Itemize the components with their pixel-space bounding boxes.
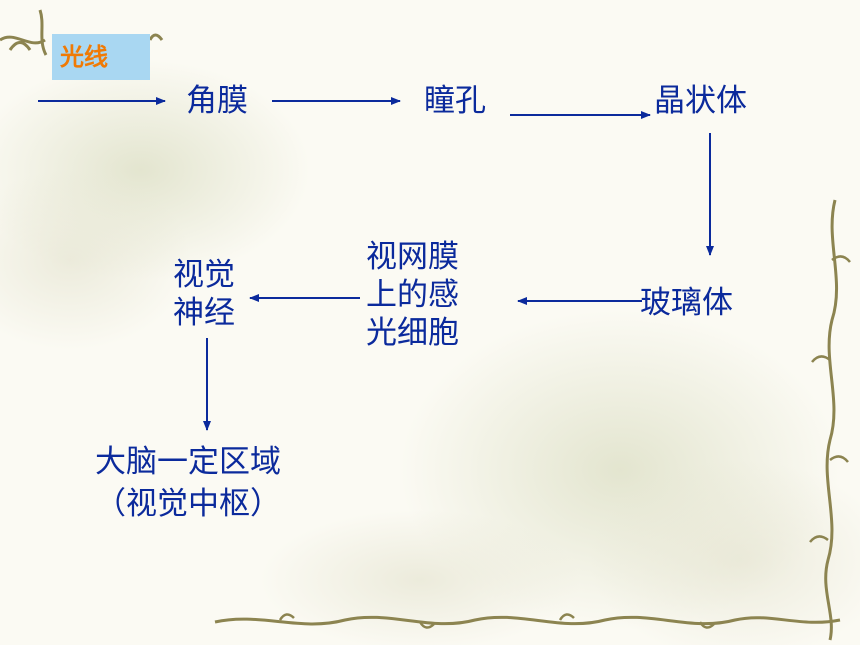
retina-label: 视网膜 上的感 光细胞 [366, 239, 459, 351]
cortex-label-line2: （视觉中枢） [95, 486, 281, 522]
cornea-label: 角膜 [186, 83, 248, 119]
vine-bottom [214, 615, 841, 626]
cortex-label-line1: 大脑一定区域 [95, 444, 281, 480]
light-label: 光线 [52, 34, 150, 80]
vitreous-label: 玻璃体 [640, 285, 733, 321]
pupil-label: 瞳孔 [424, 83, 486, 119]
vine-top-left [0, 9, 48, 56]
optic-nerve-label: 视觉 神经 [173, 257, 235, 331]
vine-right [824, 199, 839, 641]
lens-label: 晶状体 [654, 83, 747, 119]
